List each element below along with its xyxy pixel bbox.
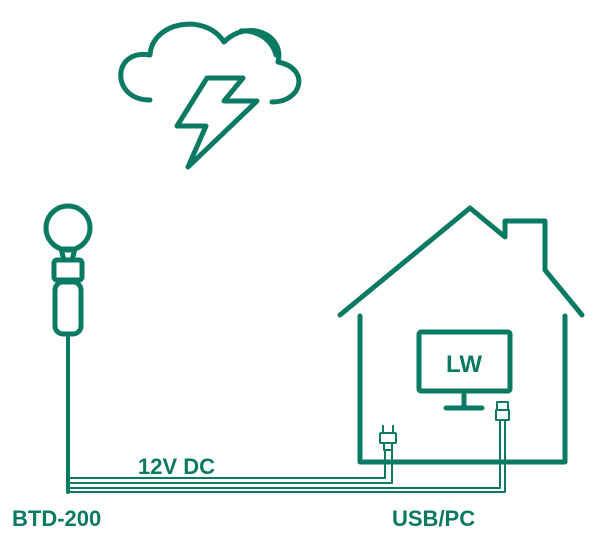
connection-label: USB/PC — [392, 506, 475, 531]
sensor-label: BTD-200 — [12, 506, 101, 531]
monitor-icon: LW — [416, 329, 513, 411]
sensor-probe-icon — [43, 203, 93, 337]
usb-plug-icon — [495, 401, 510, 421]
power-label: 12V DC — [138, 454, 215, 479]
power-plug-icon — [379, 425, 397, 451]
cable-lines — [66, 332, 506, 494]
monitor-label: LW — [446, 351, 482, 378]
lightning-bolt-icon — [174, 75, 260, 170]
storm-cloud-icon — [118, 21, 302, 105]
house-icon — [337, 205, 585, 465]
